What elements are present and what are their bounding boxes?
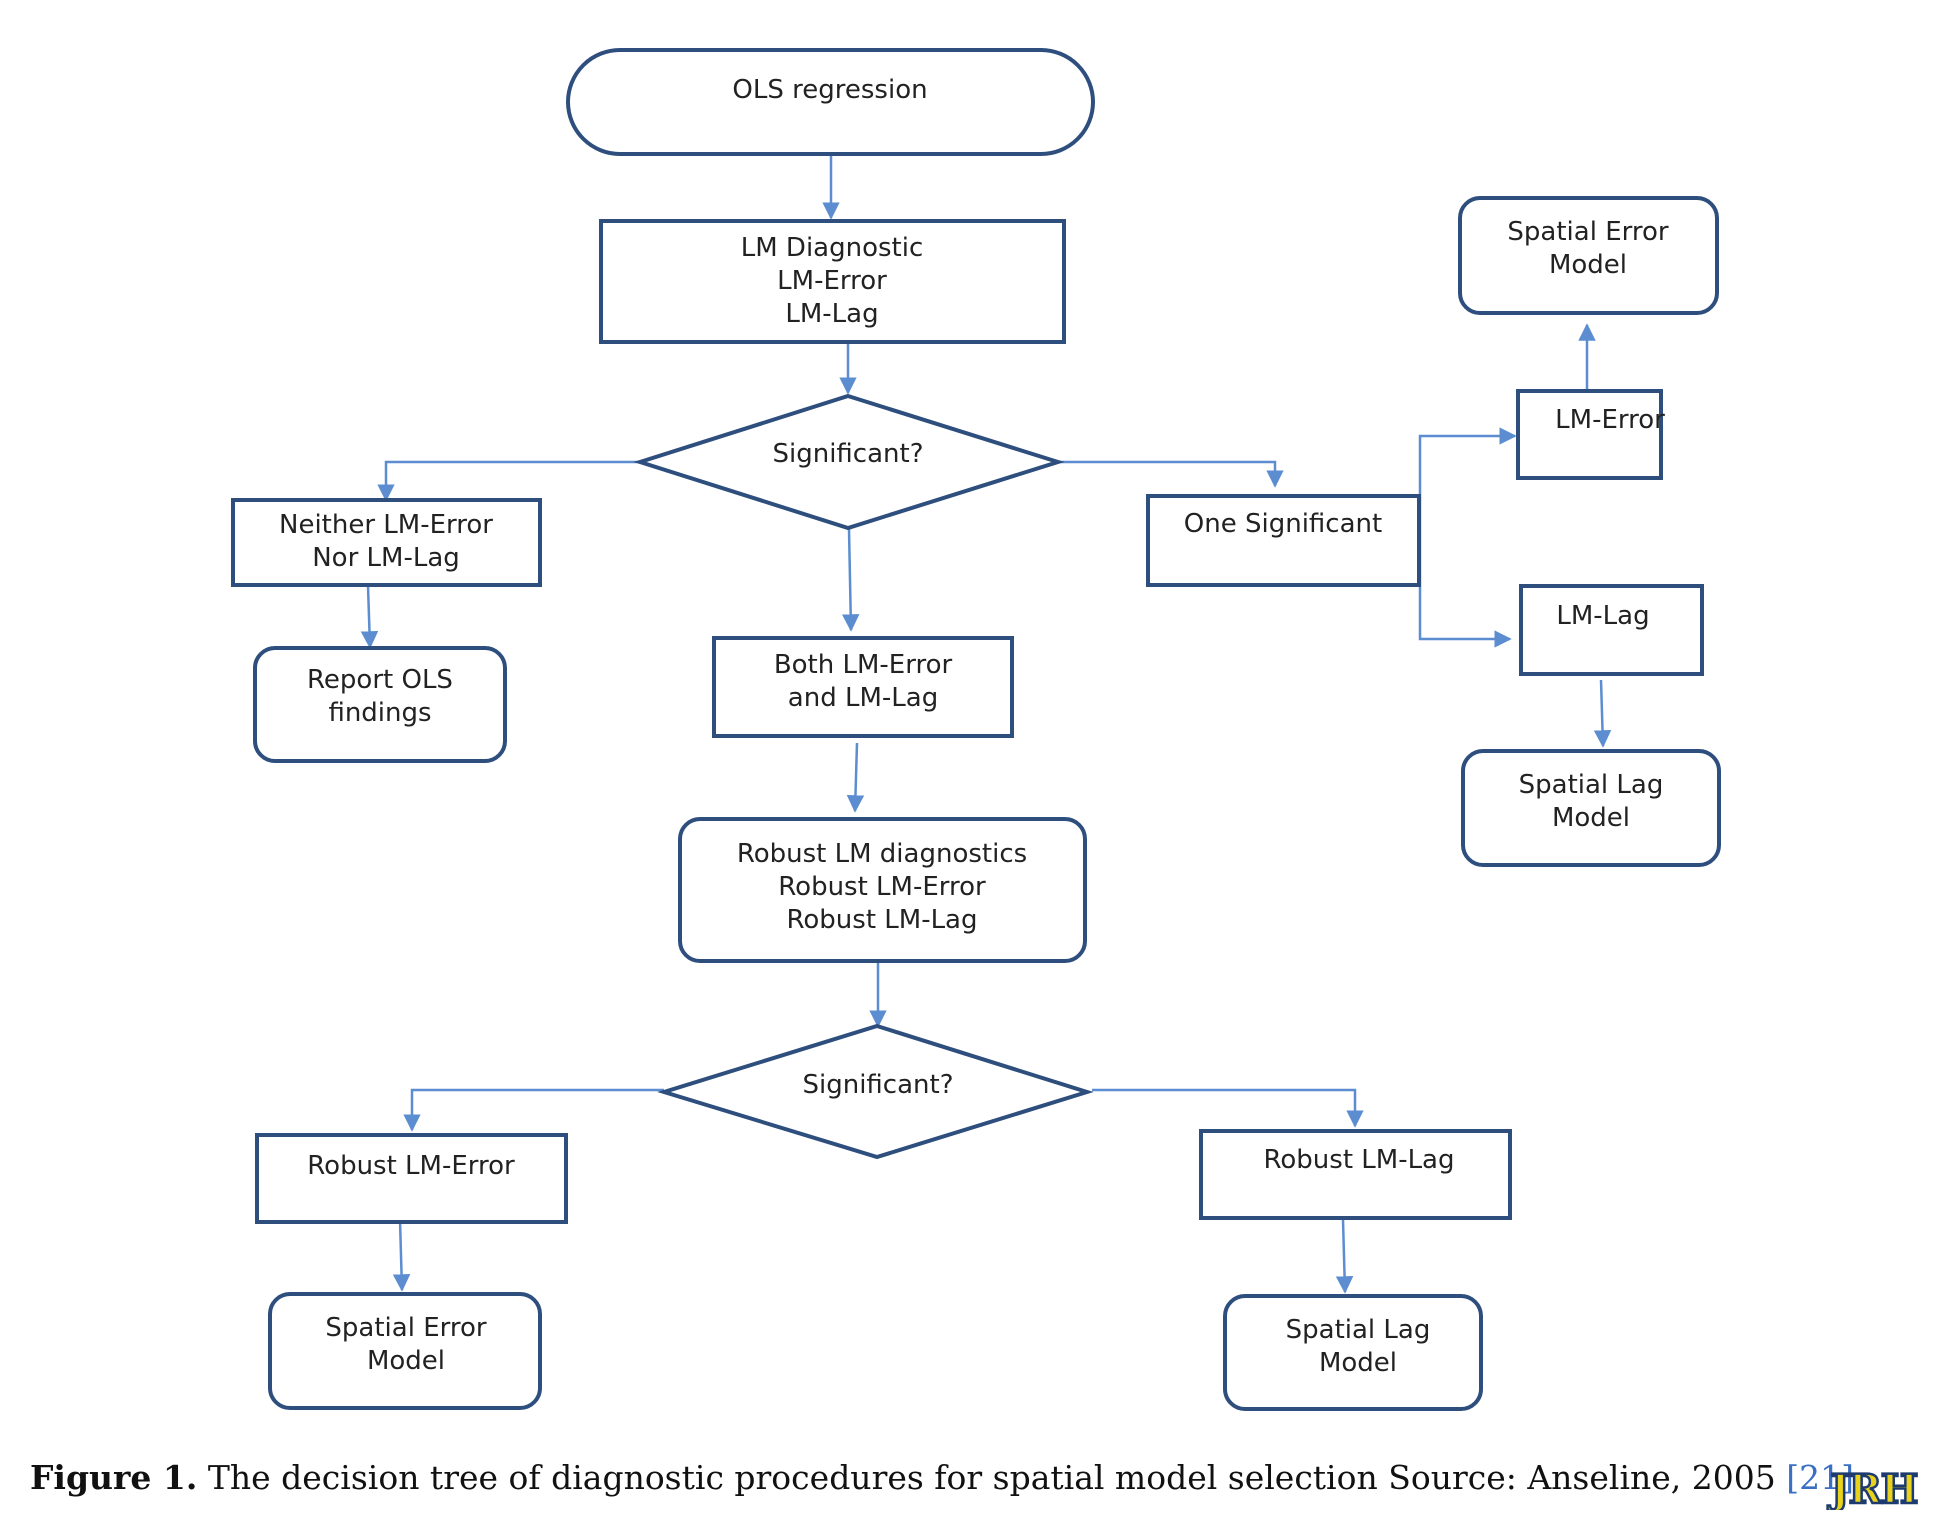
arrow-robust-lag-to-spatial-lag xyxy=(1335,1219,1354,1294)
spatial-error-model-top-box xyxy=(1458,196,1719,315)
ols-regression-terminal xyxy=(566,48,1095,156)
lm-error-right-box xyxy=(1516,389,1663,480)
one-significant-box xyxy=(1146,494,1421,587)
lm-error-right-label: LM-Error xyxy=(1555,405,1665,435)
robust-lm-error-label: Robust LM-Error xyxy=(307,1151,515,1181)
robust-lm-lag-label: Robust LM-Lag xyxy=(1263,1145,1454,1175)
spatial-error-model-bottom-box xyxy=(268,1292,542,1410)
one-significant-label: One Significant xyxy=(1184,509,1382,539)
spatial-lag-model-bottom-box xyxy=(1223,1294,1483,1411)
significant-1-label: Significant? xyxy=(772,439,923,469)
lm-lag-right-label: LM-Lag xyxy=(1556,601,1649,631)
connectors xyxy=(360,154,1612,1294)
lm-diagnostic-box xyxy=(599,219,1066,344)
caption-label: Figure 1. xyxy=(30,1458,198,1497)
figure-caption: Figure 1. The decision tree of diagnosti… xyxy=(30,1458,1854,1497)
arrow-significant-to-one xyxy=(1058,460,1284,488)
arrow-one-to-lm-lag xyxy=(1418,525,1512,648)
arrow-significant-to-neither xyxy=(377,460,640,502)
neither-box xyxy=(231,498,542,587)
robust-lm-error-box xyxy=(255,1133,568,1224)
arrow-one-to-lm-error xyxy=(1418,427,1517,525)
lm-lag-right-box xyxy=(1519,584,1704,676)
svg-text:JRH: JRH xyxy=(1828,1466,1918,1510)
significant-decision-1 xyxy=(633,393,1065,531)
significant-2-label: Significant? xyxy=(802,1070,953,1100)
node-shapes xyxy=(231,48,1721,1411)
arrow-robust-error-to-spatial-error xyxy=(392,1219,411,1292)
spatial-lag-model-right-box xyxy=(1461,749,1721,867)
arrow-significant-to-robust-lag xyxy=(1092,1088,1364,1128)
robust-lm-diagnostics-box xyxy=(678,817,1087,963)
caption-text: The decision tree of diagnostic procedur… xyxy=(207,1458,1776,1497)
caption-reference-link[interactable]: [21] xyxy=(1786,1458,1854,1497)
journal-logo: JRH xyxy=(1826,1466,1919,1510)
report-ols-box xyxy=(253,646,507,763)
arrow-lm-lag-to-spatial-lag xyxy=(1593,679,1612,748)
ols-regression-label: OLS regression xyxy=(732,75,927,105)
significant-decision-2 xyxy=(657,1023,1094,1160)
arrow-significant-to-robust-error xyxy=(403,1088,664,1132)
both-box xyxy=(712,636,1014,738)
arrow-both-to-robust xyxy=(846,742,865,813)
robust-lm-lag-box xyxy=(1199,1129,1512,1220)
arrow-significant-to-both xyxy=(841,528,860,632)
arrow-neither-to-report xyxy=(360,585,379,649)
